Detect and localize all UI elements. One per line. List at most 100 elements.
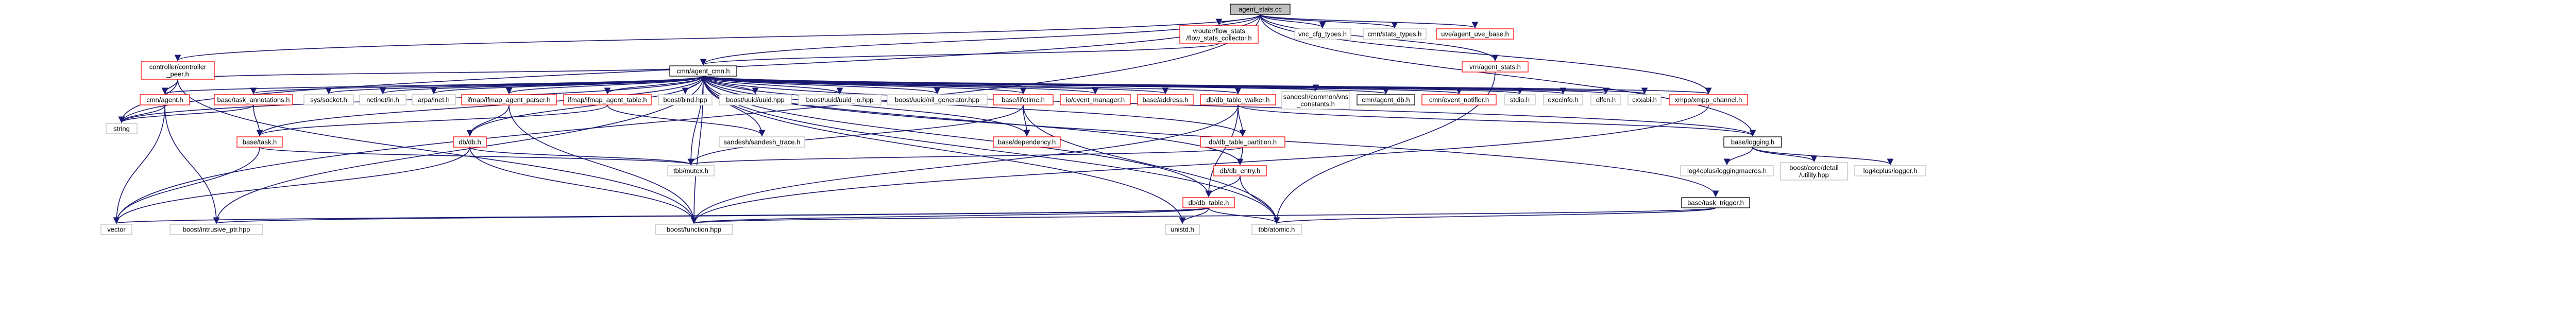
node-base-logging-h[interactable]: base/logging.h [1723,136,1782,148]
node-base-address-h[interactable]: base/address.h [1137,94,1194,105]
node-vnc-cfg-types-h[interactable]: vnc_cfg_types.h [1294,28,1351,40]
node-label: sys/socket.h [310,96,347,104]
node-box [214,94,293,105]
node-label: cmn/agent.h [146,96,183,104]
node-box [993,94,1054,105]
node-box [655,224,733,235]
node-box [1179,25,1259,44]
node-db-table-walker-h[interactable]: db/db_table_walker.h [1200,94,1276,105]
node-vrouter-flow-stats-h[interactable]: vrouter/flow_stats/flow_stats_collector.… [1179,25,1259,44]
node-xmpp-channel-h[interactable]: xmpp/xmpp_channel.h [1669,94,1748,105]
node-box [461,94,557,105]
node-label: /flow_stats_collector.h [1186,34,1251,42]
node-boost-uuid-hpp[interactable]: boost/uuid/uuid.hpp [719,94,792,105]
node-label: sandesh/sandesh_trace.h [724,138,801,146]
edge-ifmap_agent_parser_h-to-db_db_h [466,104,510,137]
edge-agent_stats_cc-to-xmpp_channel_h [1260,14,1712,95]
node-boost-uuid-io-hpp[interactable]: boost/uuid/uuid_io.hpp [798,94,882,105]
node-vrn-agent-stats-h[interactable]: vrn/agent_stats.h [1462,61,1529,73]
node-db-table-partition-h[interactable]: db/db_table_partition.h [1200,136,1285,148]
node-cmn-agent-cmn-h[interactable]: cmn/agent_cmn.h [669,65,737,77]
node-box [453,136,487,148]
node-agent-stats-cc[interactable]: agent_stats.cc [1230,4,1291,15]
node-db-db-h[interactable]: db/db.h [453,136,487,148]
node-vector[interactable]: vector [100,224,132,235]
node-unistd-h[interactable]: unistd.h [1165,224,1200,235]
node-base-dependency-h[interactable]: base/dependency.h [993,136,1061,148]
edge-cmn_agent_cmn_h-to-base_dependency_h [703,76,1030,137]
node-sandesh-vns-constants-h[interactable]: sandesh/common/vns_constants.h [1281,91,1350,110]
edge-db_table_walker_h-to-db_db_table_h [1205,104,1239,198]
node-sandesh-trace-h[interactable]: sandesh/sandesh_trace.h [719,136,805,148]
edge-cmn_agent_cmn_h-to-boost_uuid_generators_hpp [703,76,941,95]
node-log4cplus-logger-h[interactable]: log4cplus/logger.h [1854,165,1926,176]
node-label: _peer.h [166,70,189,78]
node-boost-bind-hpp[interactable]: boost/bind.hpp [658,94,713,105]
node-cmn-stats-types-h[interactable]: cmn/stats_types.h [1363,28,1427,40]
edge-db_db_h-to-tbb_mutex_h [469,147,694,166]
edge-cmn_agent_cmn_h-to-ifmap_agent_parser_h [505,76,704,95]
node-tbb-atomic-h[interactable]: tbb/atomic.h [1251,224,1302,235]
edge-cmn_agent_cmn_h-to-sandesh_trace_h [703,76,766,137]
node-label: boost/core/detail [1789,164,1839,172]
node-box [719,136,805,148]
node-cmn-agent-db-h[interactable]: cmn/agent_db.h [1357,94,1415,105]
edge-db_entry_h-to-db_db_table_h [1205,175,1241,198]
node-boost-function-hpp[interactable]: boost/function.hpp [655,224,733,235]
node-arpa-inet-h[interactable]: arpa/inet.h [412,94,456,105]
node-label: cxxabi.h [1632,96,1657,104]
node-box [359,94,406,105]
edge-db_db_h-to-boost_function_hpp [469,147,698,224]
node-log4cplus-loggingmacros-h[interactable]: log4cplus/loggingmacros.h [1680,165,1774,176]
node-stdio-h[interactable]: stdio.h [1504,94,1536,105]
node-cmn-event-notifier-h[interactable]: cmn/event_notifier.h [1421,94,1497,105]
node-base-lifetime-h[interactable]: base/lifetime.h [993,94,1054,105]
node-cxxabi-h[interactable]: cxxabi.h [1628,94,1662,105]
node-box [798,94,882,105]
node-box [719,94,792,105]
node-label: base/task_trigger.h [1687,199,1744,207]
node-boost-uuid-generators-hpp[interactable]: boost/uuid/nil_generator.hpp [887,94,988,105]
node-db-db-table-h[interactable]: db/db_table.h [1182,197,1235,208]
node-io-event-manager-h[interactable]: io/event_manager.h [1060,94,1131,105]
node-box [412,94,456,105]
node-label: base/task.h [243,138,277,146]
node-execinfo-h[interactable]: execinfo.h [1543,94,1583,105]
node-cmn-agent-h[interactable]: cmn/agent.h [140,94,190,105]
node-label: agent_stats.cc [1239,6,1282,13]
edge-cmn_agent_cmn_h-to-boost_uuid_io_hpp [703,76,843,95]
node-label: cmn/event_notifier.h [1429,96,1489,104]
node-db-entry-h[interactable]: db/db_entry.h [1213,165,1267,176]
node-label: boost/uuid/nil_generator.hpp [895,96,979,104]
node-tbb-mutex-h[interactable]: tbb/mutex.h [667,165,715,176]
node-controller-peer-h[interactable]: controller/controller_peer.h [141,61,215,80]
node-base-task-h[interactable]: base/task.h [236,136,283,148]
edge-cmn_agent_cmn_h-to-base_logging_h [703,76,1756,137]
node-box [1462,61,1529,73]
node-box [1137,94,1194,105]
node-ifmap-agent-parser-h[interactable]: ifmap/ifmap_agent_parser.h [461,94,557,105]
node-ifmap-agent-table-h[interactable]: ifmap/ifmap_agent_table.h [563,94,652,105]
node-box [1681,197,1750,208]
node-string[interactable]: string [106,123,138,134]
node-box [303,94,354,105]
edge-cmn_agent_cmn_h-to-xmpp_channel_h [703,76,1711,95]
edge-base_task_trigger_h-to-tbb_atomic_h [1274,207,1716,224]
node-base-task-trigger-h[interactable]: base/task_trigger.h [1681,197,1750,208]
node-dlfcn-h[interactable]: dlfcn.h [1590,94,1621,105]
edge-base_lifetime_h-to-tbb_atomic_h [1023,104,1280,224]
edge-base_logging_h-to-log4cplus_loggingmacros_h [1723,147,1753,166]
node-label: db/db.h [459,138,481,146]
node-netinet-in-h[interactable]: netinet/in.h [359,94,406,105]
node-boost-intrusive-ptr-hpp[interactable]: boost/intrusive_ptr.hpp [170,224,263,235]
node-boost-utility-hpp[interactable]: boost/core/detail/utility.hpp [1780,162,1848,181]
node-label: vrn/agent_stats.h [1469,63,1521,71]
edge-db_table_partition_h-to-tbb_mutex_h [688,147,1243,166]
edge-cmn_agent_cmn_h-to-ifmap_agent_table_h [604,76,704,95]
node-base-task-annotations-h[interactable]: base/task_annotations.h [214,94,293,105]
node-uve-agent-uve-base-h[interactable]: uve/agent_uve_base.h [1436,28,1514,40]
node-sys-socket-h[interactable]: sys/socket.h [303,94,354,105]
edge-base_task_trigger_h-to-boost_function_hpp [691,207,1716,224]
node-label: base/address.h [1143,96,1189,104]
